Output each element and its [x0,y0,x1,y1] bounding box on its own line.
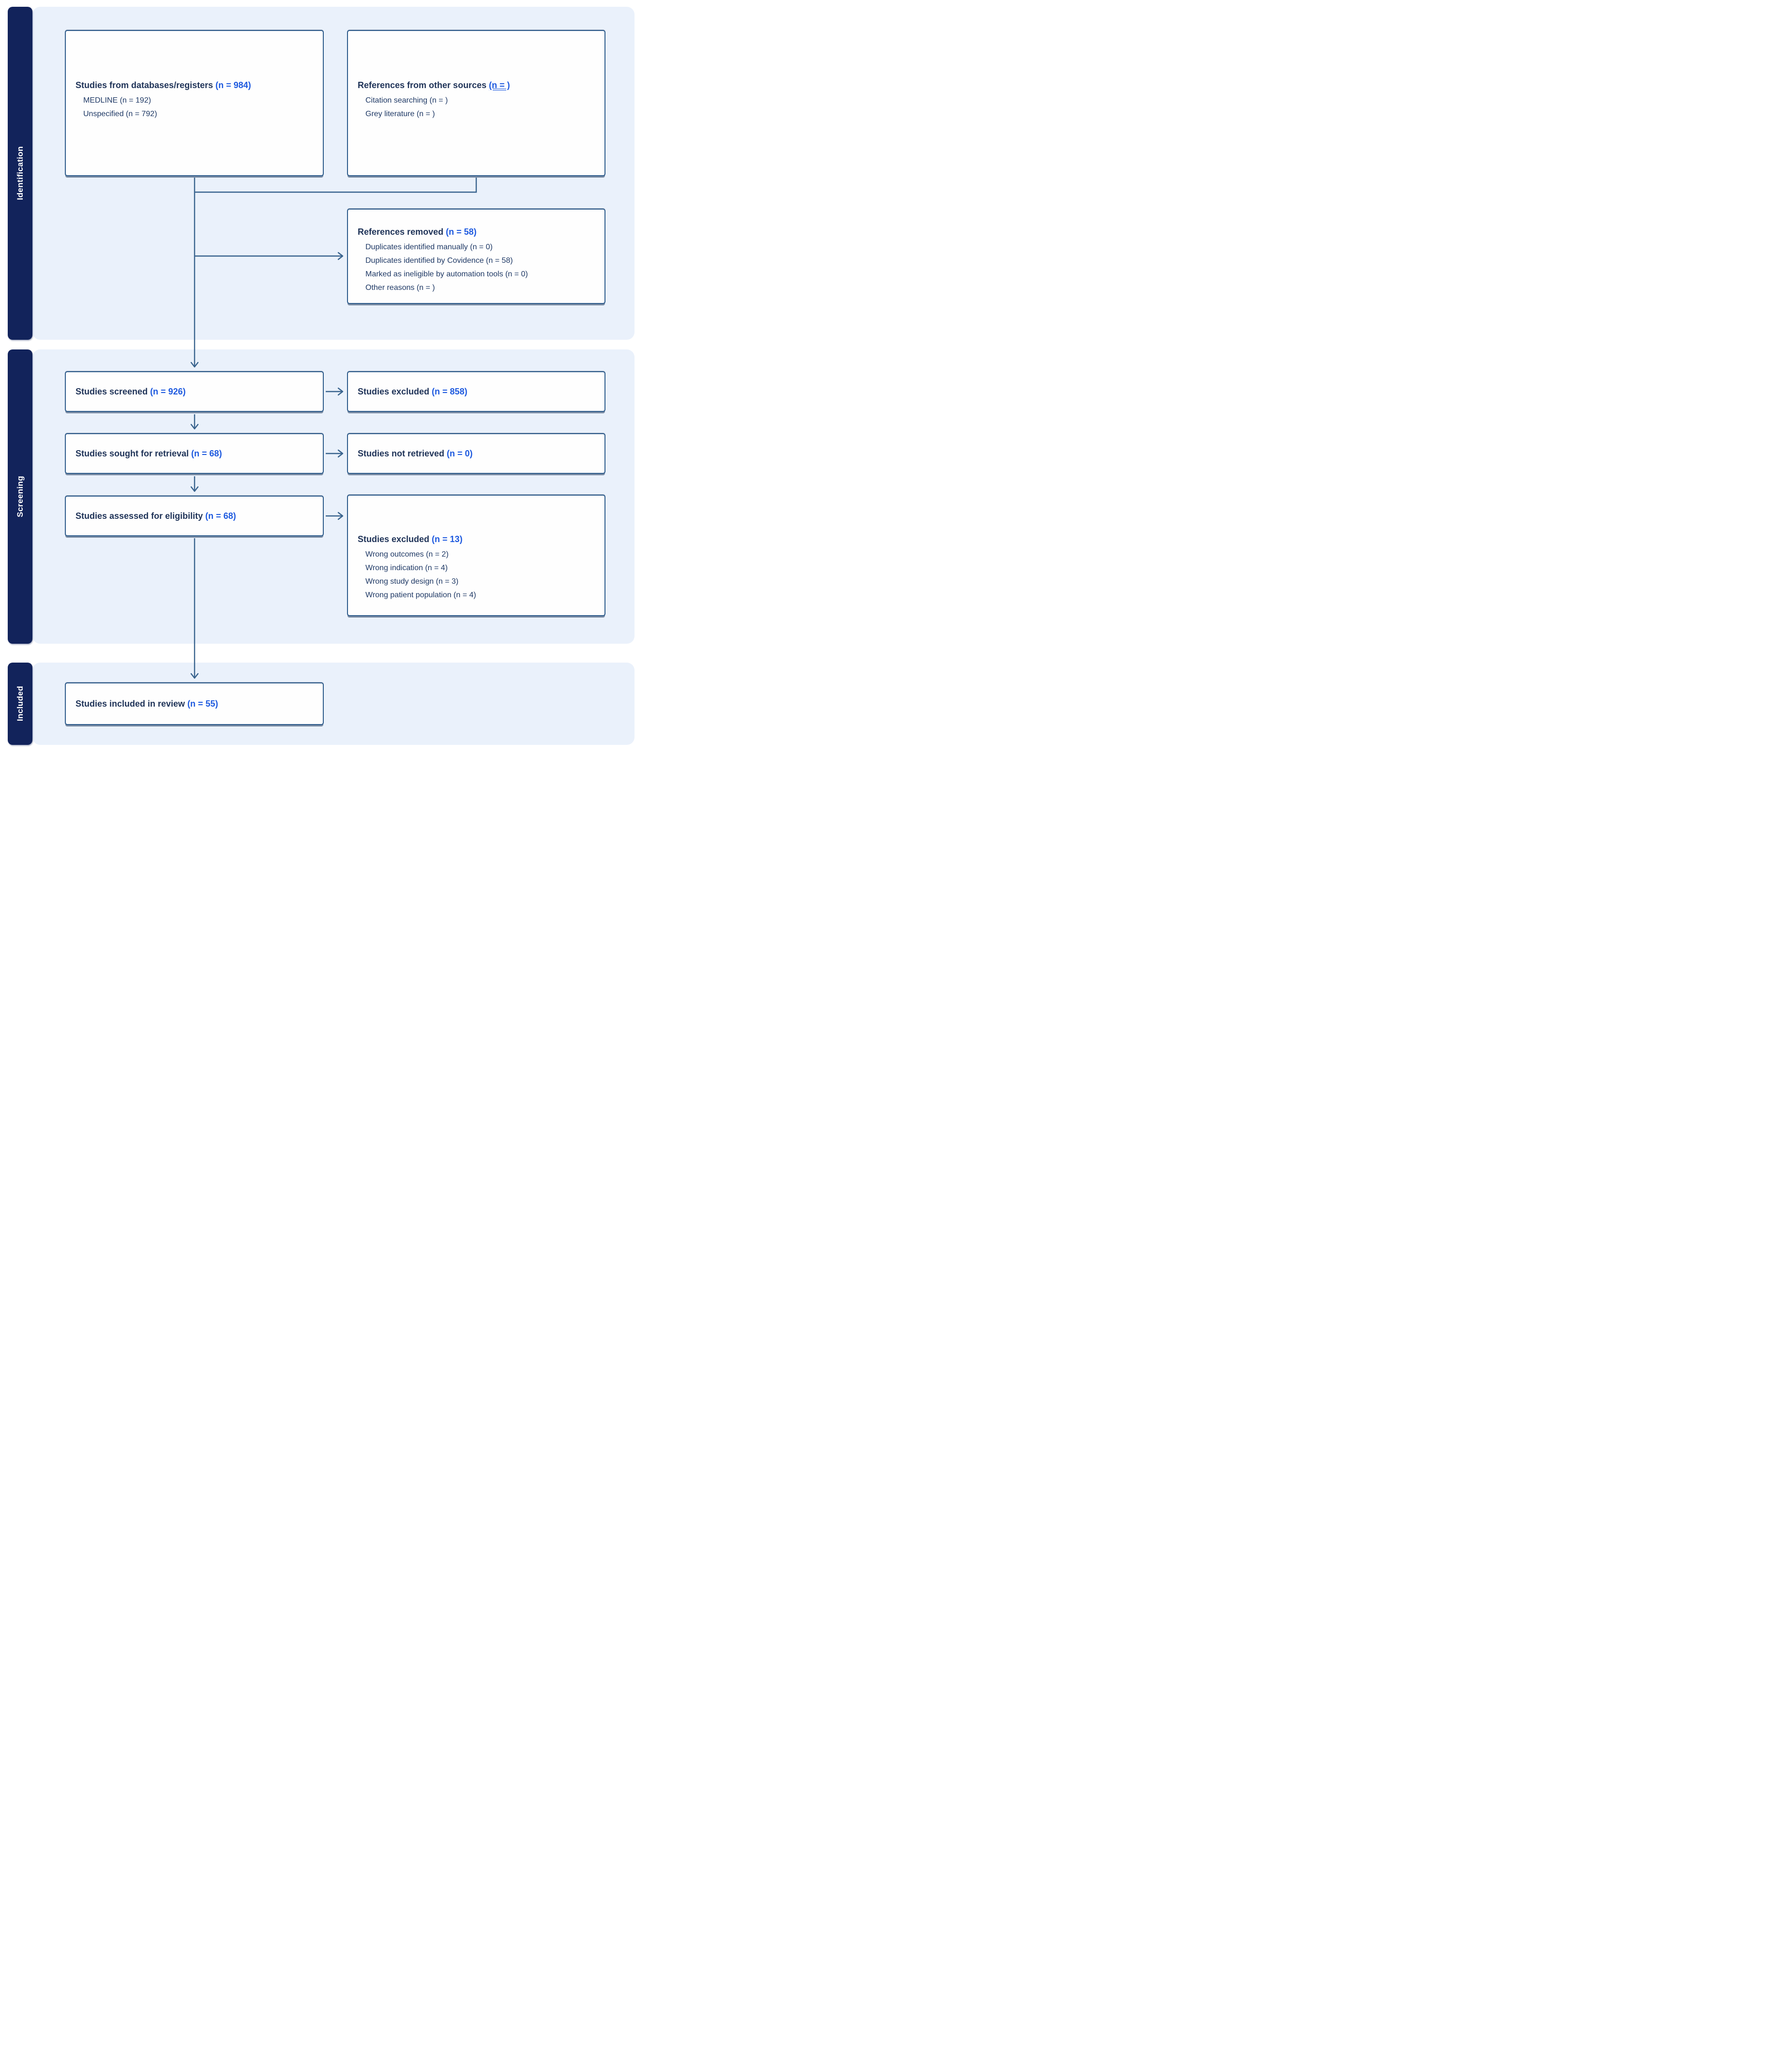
box-references-other-sources: References from other sources(n = ) Cita… [347,30,605,176]
box-count: (n = 0) [447,449,473,458]
box-studies-excluded-screening: Studies excluded(n = 858) [347,371,605,412]
list-item: Duplicates identified by Covidence (n = … [365,257,513,265]
list-item: Wrong patient population (n = 4) [365,591,476,599]
box-item-list: Duplicates identified manually (n = 0) D… [348,241,604,295]
box-title: Studies included in review(n = 55) [66,698,224,710]
box-title-text: Studies screened [76,387,148,396]
box-title: References from other sources(n = ) [348,79,604,91]
box-title-text: Studies assessed for eligibility [76,511,203,521]
box-count: (n = 68) [191,449,222,458]
box-count: (n = 858) [432,387,468,396]
box-title: Studies screened(n = 926) [66,386,192,397]
list-item: Marked as ineligible by automation tools… [365,270,528,278]
box-title: Studies from databases/registers(n = 984… [66,79,323,91]
box-title: Studies excluded(n = 13) [348,533,604,545]
box-studies-screened: Studies screened(n = 926) [65,371,324,412]
box-references-removed: References removed(n = 58) Duplicates id… [347,209,605,304]
section-label-identification: Identification [15,146,25,200]
box-count: (n = 58) [446,227,477,237]
list-item: Duplicates identified manually (n = 0) [365,243,493,251]
box-title-text: Studies excluded [358,534,430,544]
box-item-list: Wrong outcomes (n = 2) Wrong indication … [348,548,604,602]
list-item: Wrong outcomes (n = 2) [365,550,449,559]
box-title-text: References from other sources [358,80,487,90]
list-item: Grey literature (n = ) [365,110,435,118]
box-title: Studies assessed for eligibility(n = 68) [66,510,242,522]
box-item-list: MEDLINE (n = 192) Unspecified (n = 792) [66,94,323,121]
box-title: Studies not retrieved(n = 0) [348,448,479,459]
box-title: Studies excluded(n = 858) [348,386,473,397]
box-title-text: Studies not retrieved [358,449,445,458]
box-title: Studies sought for retrieval(n = 68) [66,448,228,459]
section-bar-included: Included [8,663,32,745]
box-studies-from-databases: Studies from databases/registers(n = 984… [65,30,324,176]
box-title-text: Studies included in review [76,699,185,709]
box-studies-not-retrieved: Studies not retrieved(n = 0) [347,433,605,474]
box-studies-excluded-eligibility: Studies excluded(n = 13) Wrong outcomes … [347,495,605,616]
list-item: MEDLINE (n = 192) [83,96,151,105]
box-title-text: Studies excluded [358,387,430,396]
list-item: Other reasons (n = ) [365,284,435,292]
box-count: (n = 55) [187,699,218,709]
prisma-flow-diagram: Identification Screening Included Studie… [0,0,641,752]
box-count: (n = 13) [432,534,463,544]
section-label-included: Included [15,686,25,722]
box-count: (n = ) [489,80,510,90]
box-count: (n = 984) [215,80,251,90]
box-count: (n = 68) [205,511,236,521]
list-item: Wrong study design (n = 3) [365,577,459,586]
section-bar-screening: Screening [8,349,32,644]
box-count: (n = 926) [150,387,186,396]
box-title-text: References removed [358,227,444,237]
list-item: Unspecified (n = 792) [83,110,157,118]
box-studies-sought-retrieval: Studies sought for retrieval(n = 68) [65,433,324,474]
box-studies-included-review: Studies included in review(n = 55) [65,682,324,725]
box-studies-assessed-eligibility: Studies assessed for eligibility(n = 68) [65,496,324,536]
section-bar-identification: Identification [8,7,32,340]
list-item: Citation searching (n = ) [365,96,448,105]
box-title-text: Studies from databases/registers [76,80,213,90]
list-item: Wrong indication (n = 4) [365,564,448,572]
box-item-list: Citation searching (n = ) Grey literatur… [348,94,604,121]
box-title-text: Studies sought for retrieval [76,449,189,458]
section-label-screening: Screening [15,476,25,517]
box-title: References removed(n = 58) [348,226,604,238]
